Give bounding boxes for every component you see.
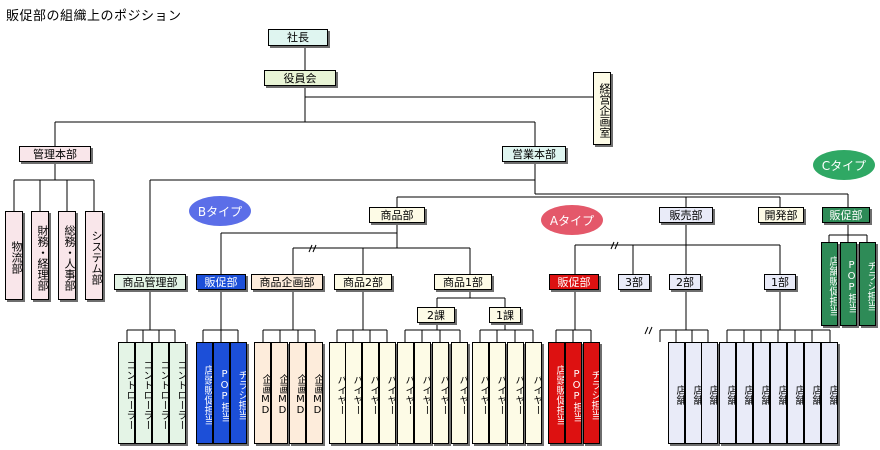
c-flyer-box: チラシ担当 [859, 242, 876, 326]
planning-office-box: 経営企画室 [593, 72, 611, 145]
buyer-box: バイヤー [432, 342, 449, 444]
logistics-dept-box: 物流部 [5, 211, 23, 300]
system-dept-box: システム部 [85, 211, 103, 300]
buyer-box: バイヤー [451, 342, 468, 444]
type-b-badge: Bタイプ [189, 196, 251, 226]
buyer-box: バイヤー [329, 342, 346, 444]
merch-management-dept-box: 商品管理部 [114, 274, 186, 290]
buyer-box: バイヤー [397, 342, 414, 444]
controller-box: コントローラー [135, 342, 152, 444]
merch-dept2-box: 商品2部 [334, 274, 392, 290]
merchandise-dept-box: 商品部 [369, 207, 425, 223]
c-store-promo-box: 店舗販促担当 [821, 242, 838, 326]
store-promo-box: 店頭販促担当 [548, 342, 565, 444]
sales-dept2-box: 2部 [669, 274, 701, 290]
buyer-box: バイヤー [472, 342, 489, 444]
c-pop-box: POP担当 [840, 242, 857, 326]
flyer-staff-box: チラシ担当 [583, 342, 600, 444]
buyer-box: バイヤー [379, 342, 396, 444]
diagram-title: 販促部の組織上のポジション [6, 9, 182, 24]
buyer-box: バイヤー [489, 342, 506, 444]
store-promo-box: 店頭販促担当 [196, 342, 213, 444]
store-box: 店舗 [787, 342, 804, 444]
store-box: 店舗 [804, 342, 821, 444]
store-box: 店舗 [685, 342, 702, 444]
controller-box: コントローラー [169, 342, 186, 444]
buyer-box: バイヤー [362, 342, 379, 444]
buyer-box: バイヤー [414, 342, 431, 444]
store-box: 店舗 [821, 342, 838, 444]
store-box: 店舗 [668, 342, 685, 444]
sales-dept1-box: 1部 [764, 274, 796, 290]
sales-dept3-box: 3部 [618, 274, 650, 290]
planning-md-box: 企画MD [271, 342, 288, 444]
store-box: 店舗 [736, 342, 753, 444]
admin-division-box: 管理本部 [19, 146, 91, 162]
store-box: 店舗 [753, 342, 770, 444]
merch-dept1-box: 商品1部 [434, 274, 492, 290]
planning-md-box: 企画MD [306, 342, 323, 444]
planning-md-box: 企画MD [254, 342, 271, 444]
finance-dept-box: 財務・経理部 [31, 211, 49, 300]
general-affairs-dept-box: 総務・人事部 [58, 211, 76, 300]
store-box: 店舗 [701, 342, 718, 444]
sales-dept-box: 販売部 [659, 207, 713, 223]
board-box: 役員会 [264, 70, 336, 86]
flyer-staff-box: チラシ担当 [230, 342, 247, 444]
type-c-badge: Cタイプ [813, 150, 875, 180]
planning-md-box: 企画MD [289, 342, 306, 444]
section2-box: 2課 [417, 307, 455, 323]
buyer-box: バイヤー [507, 342, 524, 444]
store-box: 店舗 [719, 342, 736, 444]
buyer-box: バイヤー [525, 342, 542, 444]
sales-division-box: 営業本部 [502, 146, 566, 162]
pop-staff-box: POP担当 [565, 342, 582, 444]
store-box: 店舗 [770, 342, 787, 444]
buyer-box: バイヤー [345, 342, 362, 444]
type-a-badge: Aタイプ [541, 205, 603, 235]
pop-staff-box: POP担当 [213, 342, 230, 444]
merch-planning-dept-box: 商品企画部 [251, 274, 323, 290]
development-dept-box: 開発部 [758, 207, 804, 223]
controller-box: コントローラー [152, 342, 169, 444]
controller-box: コントローラー [118, 342, 135, 444]
president-box: 社長 [268, 29, 328, 46]
promotion-dept-a-box: 販促部 [549, 274, 599, 290]
promotion-dept-c-box: 販促部 [822, 207, 870, 223]
section1-box: 1課 [489, 307, 521, 323]
promotion-dept-b-box: 販促部 [196, 274, 246, 290]
